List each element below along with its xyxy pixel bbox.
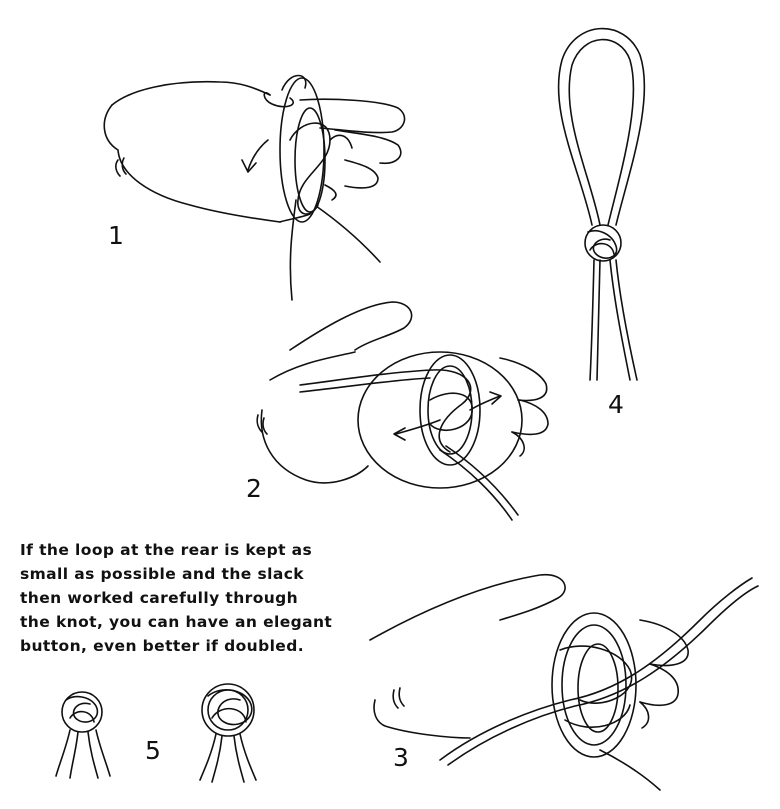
hand-weaving-knot-figure (256, 301, 549, 521)
hand-tightening-knot-figure (369, 573, 759, 791)
step-3-number: 3 (393, 743, 409, 772)
caption-line-5: button, even better if doubled. (20, 637, 304, 655)
hand-holding-cord-figure (103, 74, 406, 301)
caption-line-1: If the loop at the rear is kept as (20, 541, 313, 559)
instruction-caption: If the loop at the rear is kept as small… (20, 538, 380, 658)
step-4-number: 4 (608, 390, 624, 419)
step-2-number: 2 (246, 474, 262, 503)
step-5-number: 5 (145, 736, 161, 765)
caption-line-3: then worked carefully through (20, 589, 299, 607)
button-knot-variants-figure (55, 683, 257, 783)
finished-loop-knot-figure (557, 27, 646, 381)
caption-line-4: the knot, you can have an elegant (20, 613, 333, 631)
caption-line-2: small as possible and the slack (20, 565, 304, 583)
step-1-number: 1 (108, 221, 124, 250)
